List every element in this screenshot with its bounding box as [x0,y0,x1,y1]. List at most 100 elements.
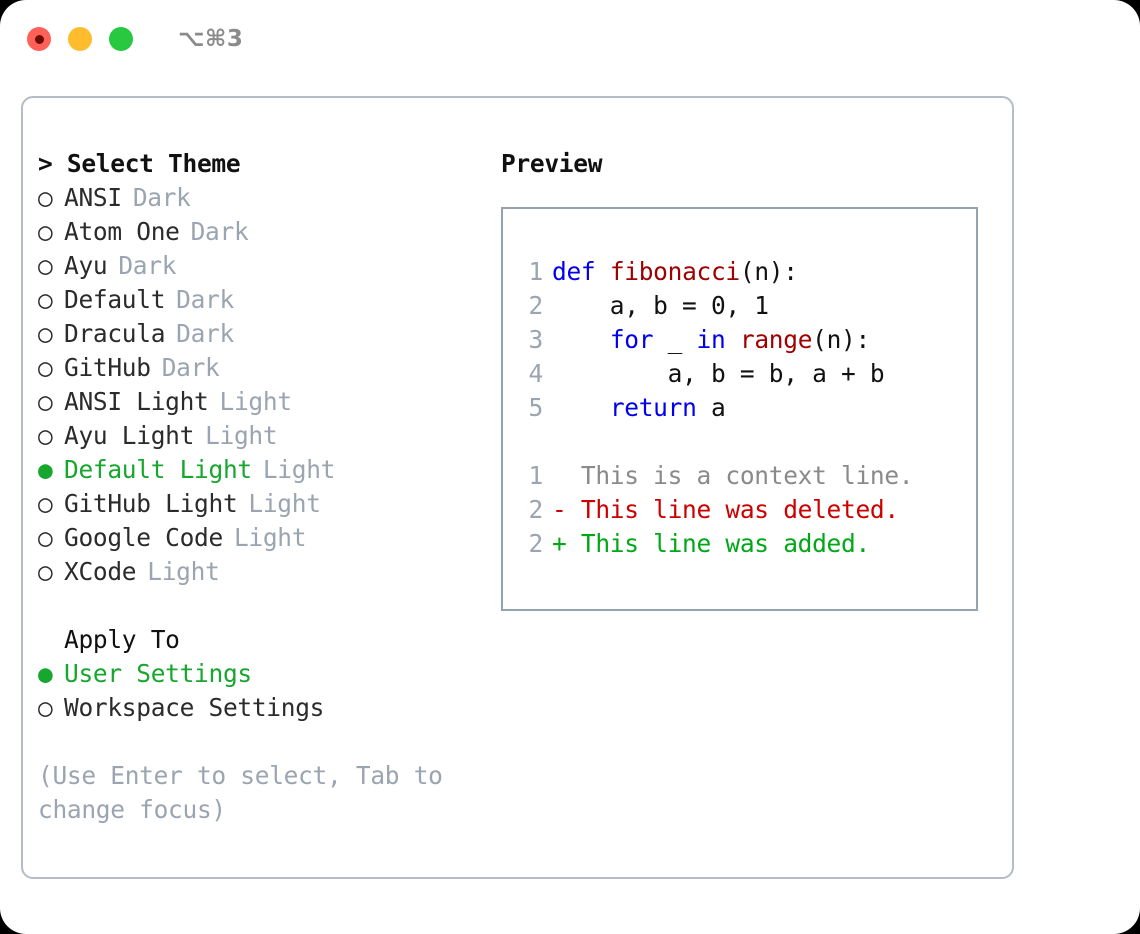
line-number: 1 [528,257,544,286]
recording-dot-icon [34,34,44,44]
radio-unselected-icon: ○ [38,251,53,280]
line-number: 1 [528,461,544,490]
code-text: a, b = 0, 1 [552,291,769,320]
maximize-button[interactable] [109,27,133,51]
theme-option-label: ANSI [64,183,122,212]
radio-unselected-icon: ○ [38,319,53,348]
theme-option-ayu-dark[interactable]: ○ Ayu Dark [38,249,493,283]
code-token-keyword: for [609,325,654,354]
code-text: return a [552,391,726,425]
theme-option-badge: Dark [190,217,249,246]
theme-option-badge: Light [233,523,307,552]
theme-option-google-code[interactable]: ○ Google Code Light [38,521,493,555]
apply-to-heading: ○Apply To [38,623,493,657]
theme-option-label: Atom One [64,217,180,246]
keyboard-shortcut-label: ⌥⌘3 [178,26,244,52]
line-number: 2 [528,291,544,320]
theme-option-label: Ayu Light [64,421,195,450]
code-token-text: a [696,393,726,422]
theme-option-default-light[interactable]: ● Default Light Light [38,453,493,487]
minimize-button[interactable] [68,27,92,51]
line-number: 3 [528,325,544,354]
code-text: a, b = b, a + b [552,359,885,388]
theme-option-github-dark[interactable]: ○ GitHub Dark [38,351,493,385]
radio-unselected-icon: ○ [38,693,53,722]
theme-option-atom-one-dark[interactable]: ○ Atom One Dark [38,215,493,249]
apply-to-option-label: User Settings [64,659,252,688]
theme-option-label: Default [64,285,166,314]
code-line: 3 for _ in range(n): [521,323,976,357]
radio-unselected-icon: ○ [38,557,53,586]
theme-option-label: Ayu [64,251,108,280]
apply-to-option-workspace-settings[interactable]: ○ Workspace Settings [38,691,493,725]
theme-option-badge: Light [248,489,321,518]
theme-option-badge: Light [262,455,336,484]
code-token-function: range [739,325,813,354]
apply-to-label: Apply To [64,625,180,654]
radio-unselected-icon: ○ [38,285,53,314]
close-button[interactable] [27,27,51,51]
keyboard-help-text: (Use Enter to select, Tab to change focu… [38,761,443,824]
code-line: 5 return a [521,391,976,425]
radio-selected-icon: ● [38,659,53,688]
theme-option-badge: Light [219,387,293,416]
code-text: for _ in range(n): [552,323,870,357]
radio-selected-icon: ● [38,455,53,484]
code-token-text [552,325,610,354]
theme-option-ansi-light[interactable]: ○ ANSI Light Light [38,385,493,419]
diff-line-added: 2 + This line was added. [521,527,976,561]
apply-to-option-label: Workspace Settings [64,693,325,722]
code-token-text: (n): [812,325,870,354]
title-bar: ⌥⌘3 [0,0,1140,78]
code-token-text [552,393,610,422]
diff-spacer [521,425,976,459]
theme-option-badge: Dark [161,353,220,382]
theme-option-label: Dracula [64,319,166,348]
code-token-text [725,325,739,354]
theme-option-label: Google Code [64,523,223,552]
line-number: 5 [528,393,544,422]
theme-option-label: ANSI Light [64,387,209,416]
diff-line-context: 1 This is a context line. [521,459,976,493]
theme-option-badge: Light [205,421,278,450]
radio-unselected-icon: ○ [38,387,53,416]
apply-to-option-user-settings[interactable]: ● User Settings [38,657,493,691]
indent-spacer: ○ [38,623,64,657]
diff-text: + This line was added. [552,529,870,558]
theme-option-label: GitHub [64,353,151,382]
radio-unselected-icon: ○ [38,353,53,382]
window-controls [27,27,133,51]
select-theme-heading: > Select Theme [38,149,241,178]
preview-heading: Preview [501,149,603,178]
radio-unselected-icon: ○ [38,421,53,450]
code-line: 2 a, b = 0, 1 [521,289,976,323]
line-number: 2 [528,529,544,558]
code-token-text [595,257,609,286]
theme-option-label: XCode [64,557,137,586]
line-number: 2 [528,495,544,524]
theme-option-badge: Dark [176,319,234,348]
theme-option-badge: Dark [118,251,177,280]
diff-text: This is a context line. [552,461,914,490]
code-token-keyword: return [609,393,697,422]
theme-option-dracula-dark[interactable]: ○ Dracula Dark [38,317,493,351]
diff-line-deleted: 2- This line was deleted. [521,493,976,527]
theme-option-label: GitHub Light [64,489,238,518]
theme-option-label: Default Light [64,455,252,484]
code-line: 4 a, b = b, a + b [521,357,976,391]
line-number: 4 [528,359,544,388]
radio-unselected-icon: ○ [38,217,53,246]
code-token-text: (n): [739,257,798,286]
radio-unselected-icon: ○ [38,523,53,552]
theme-option-ayu-light[interactable]: ○ Ayu Light Light [38,419,493,453]
